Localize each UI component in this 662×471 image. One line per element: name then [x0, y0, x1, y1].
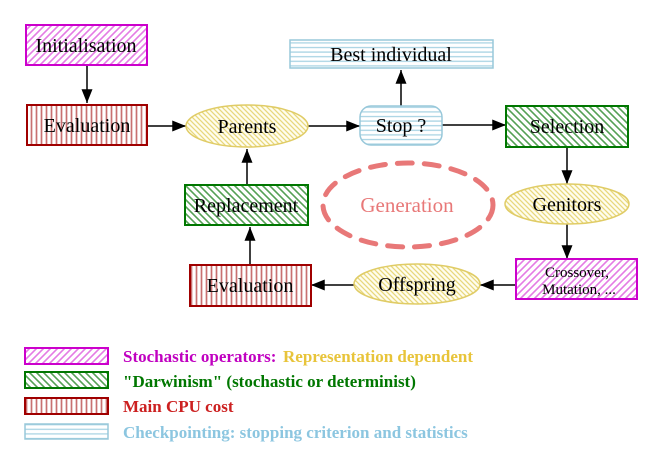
- legend-swatch-green-diagonal-hatch: [24, 371, 109, 389]
- crossover-mutation-box: [515, 258, 638, 300]
- legend-row-checkpointing: Checkpointing: stopping criterion and st…: [24, 423, 468, 442]
- crossover-label-line2: Mutation, ...: [542, 282, 616, 298]
- crossover-label-line1: Crossover,: [545, 265, 609, 281]
- evaluation-bottom-label: Evaluation: [207, 275, 294, 297]
- node-evaluation-bottom: Evaluation: [189, 264, 312, 307]
- node-stop: Stop ?: [359, 105, 443, 146]
- legend-swatch-red-vertical-lines: [24, 397, 109, 415]
- selection-label: Selection: [530, 116, 604, 138]
- legend-label-representation-dependent: Representation dependent: [283, 347, 473, 366]
- node-genitors: Genitors: [504, 183, 630, 225]
- flow-arrows: [81, 65, 573, 291]
- parents-ellipse: [185, 104, 309, 148]
- node-initialisation: Initialisation: [25, 24, 148, 66]
- legend: Stochastic operators: Representation dep…: [24, 347, 473, 442]
- legend-label-stochastic-operators: Stochastic operators:: [123, 347, 276, 366]
- best-individual-box: [289, 39, 494, 69]
- node-best-individual: Best individual: [289, 39, 494, 69]
- offspring-label: Offspring: [378, 274, 455, 296]
- legend-label-checkpointing: Checkpointing: stopping criterion and st…: [123, 423, 468, 442]
- legend-label-main-cpu-cost: Main CPU cost: [123, 397, 234, 416]
- genitors-ellipse: [504, 183, 630, 225]
- initialisation-label: Initialisation: [35, 35, 136, 57]
- legend-swatch-cyan-horizontal-lines: [24, 423, 109, 440]
- legend-label-darwinism: "Darwinism" (stochastic or determinist): [123, 372, 416, 391]
- initialisation-box: [25, 24, 148, 66]
- best-individual-label: Best individual: [330, 44, 452, 66]
- generation-dashed-ellipse: [320, 160, 496, 250]
- evaluation-top-box: [26, 104, 148, 146]
- node-offspring: Offspring: [353, 263, 481, 305]
- replacement-label: Replacement: [194, 195, 299, 217]
- parents-label: Parents: [218, 116, 277, 138]
- node-selection: Selection: [505, 105, 629, 148]
- genitors-label: Genitors: [533, 194, 602, 216]
- generation-loop: Generation: [320, 160, 496, 250]
- generation-label: Generation: [360, 193, 454, 217]
- legend-row-main-cpu-cost: Main CPU cost: [24, 397, 234, 416]
- evaluation-top-label: Evaluation: [44, 115, 131, 137]
- offspring-ellipse: [353, 263, 481, 305]
- node-evaluation-top: Evaluation: [26, 104, 148, 146]
- node-crossover-mutation: Crossover, Mutation, ...: [515, 258, 638, 300]
- node-replacement: Replacement: [184, 184, 309, 226]
- legend-row-stochastic-operators: Stochastic operators: Representation dep…: [24, 347, 473, 366]
- stop-box: [359, 105, 443, 146]
- evaluation-bottom-box: [189, 264, 312, 307]
- legend-row-darwinism: "Darwinism" (stochastic or determinist): [24, 371, 416, 391]
- node-parents: Parents: [185, 104, 309, 148]
- replacement-box: [184, 184, 309, 226]
- selection-box: [505, 105, 629, 148]
- legend-swatch-magenta-diagonal-hatch: [24, 347, 109, 365]
- stop-label: Stop ?: [376, 115, 427, 137]
